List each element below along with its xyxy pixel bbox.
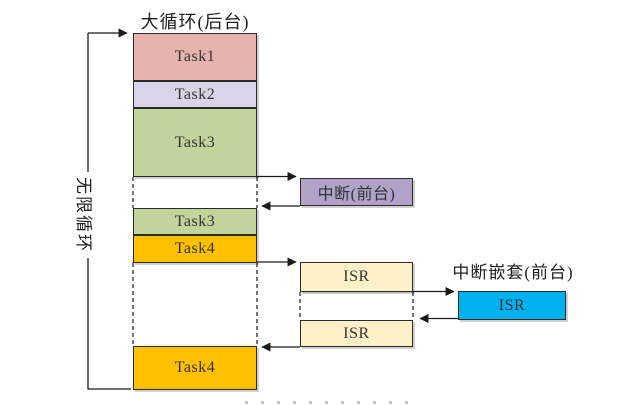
task-label: Task4 bbox=[174, 359, 216, 376]
infinite-loop-label: 无限循环 bbox=[74, 175, 98, 255]
task-box-task3-resumed: Task3 bbox=[133, 208, 257, 235]
interrupt-foreground-box: 中断(前台) bbox=[300, 178, 413, 206]
task-label: Task3 bbox=[174, 212, 216, 230]
task-label: Task3 bbox=[174, 133, 216, 151]
isr-label: ISR bbox=[343, 324, 370, 342]
task-box-task1: Task1 bbox=[133, 33, 257, 81]
task-box-task4: Task4 bbox=[133, 235, 257, 263]
isr-label: ISR bbox=[343, 268, 370, 285]
task-box-task2: Task2 bbox=[133, 81, 257, 108]
clipped-caption-remnant bbox=[245, 401, 410, 404]
background-loop-title: 大循环(后台) bbox=[140, 12, 250, 32]
isr-box-2: ISR bbox=[300, 320, 413, 347]
loop-line-lower bbox=[87, 258, 131, 390]
task-box-task3: Task3 bbox=[133, 108, 257, 177]
interrupt-label: 中断(前台) bbox=[317, 186, 396, 203]
isr-box-1: ISR bbox=[300, 262, 413, 292]
task-label: Task4 bbox=[174, 240, 216, 257]
isr-label: ISR bbox=[498, 296, 526, 314]
task-box-task4-resumed: Task4 bbox=[133, 346, 257, 390]
nested-interrupt-title: 中断嵌套(前台) bbox=[452, 263, 574, 282]
task-label: Task2 bbox=[174, 85, 216, 103]
task-label: Task1 bbox=[174, 48, 216, 65]
nested-isr-box: ISR bbox=[458, 291, 566, 320]
